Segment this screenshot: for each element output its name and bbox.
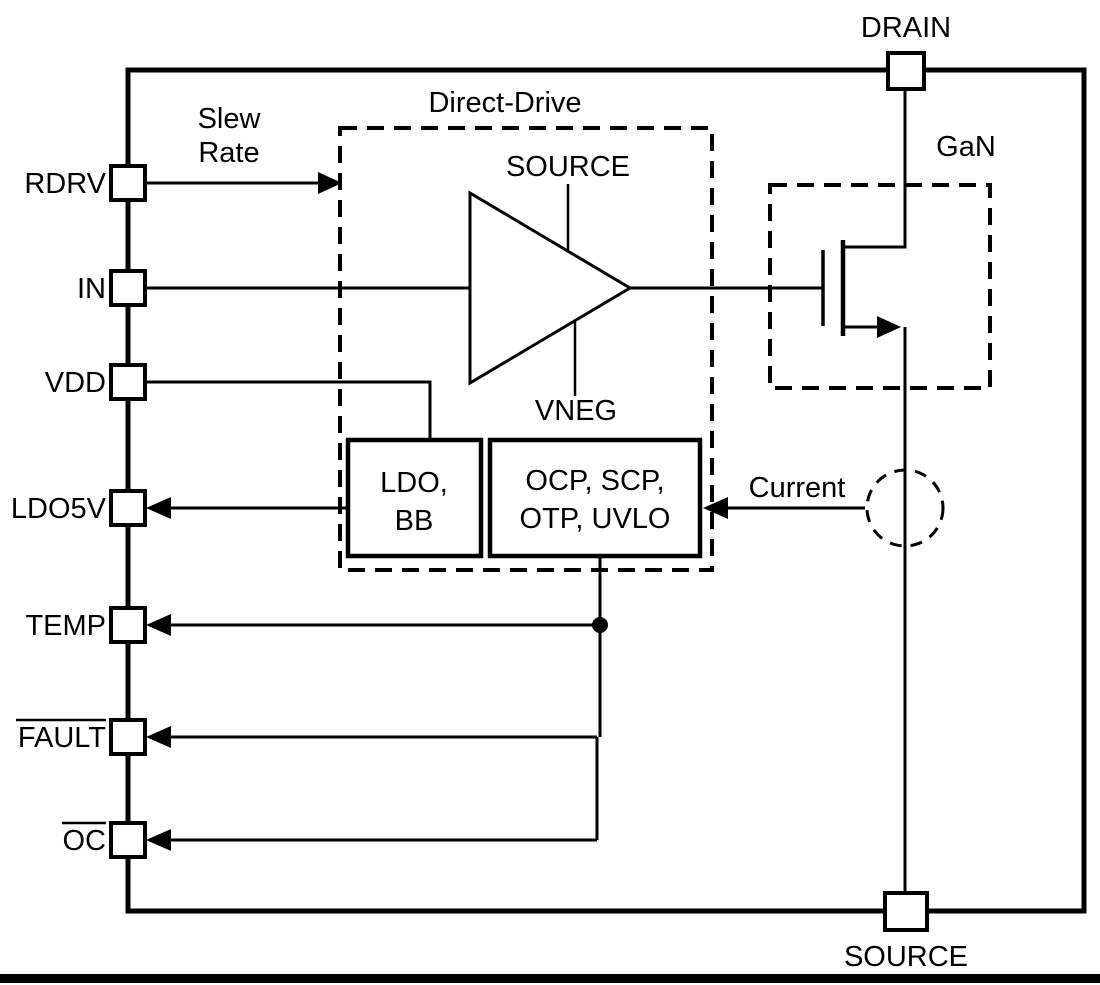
pins (109, 51, 929, 932)
pin-source (883, 891, 929, 932)
pin-rdrv-label: RDRV (24, 168, 106, 200)
pin-vdd (109, 363, 147, 401)
protection-block-label-line1: OCP, SCP, (525, 465, 664, 497)
pin-in (109, 269, 147, 307)
protection-block (487, 437, 703, 559)
pin-ldo5v-label: LDO5V (11, 493, 107, 525)
pin-temp-label: TEMP (25, 610, 106, 642)
wire-vdd (146, 380, 432, 441)
ldo-block-label-line2: BB (395, 505, 434, 537)
pin-oc (109, 821, 147, 859)
pin-rdrv (109, 164, 147, 202)
slew-rate-label-line1: Slew (198, 103, 262, 135)
pin-fault-label: FAULT (18, 722, 106, 754)
driver-amplifier-triangle (468, 190, 633, 386)
pin-ldo5v (109, 489, 147, 527)
wire-drain (843, 88, 907, 249)
arrow-fault-icon (146, 726, 171, 748)
arrow-temp-icon (146, 614, 171, 636)
pin-oc-label: OC (63, 825, 107, 857)
ldo-block-label-line1: LDO, (380, 467, 448, 499)
amp-vneg-label: VNEG (535, 395, 617, 427)
arrow-rdrv-icon (318, 172, 342, 194)
pin-in-label: IN (77, 273, 106, 305)
arrow-current-icon (703, 497, 728, 519)
direct-drive-dashed-box (338, 126, 714, 572)
arrow-oc-icon (146, 829, 171, 851)
wires (146, 88, 907, 893)
gan-dashed-box (768, 183, 992, 390)
arrow-fet-source-icon (877, 316, 901, 338)
slew-rate-label-line2: Rate (198, 137, 259, 169)
amp-source-label: SOURCE (506, 151, 630, 183)
gan-label: GaN (936, 131, 996, 163)
pin-temp (109, 606, 147, 644)
protection-block-label-line2: OTP, UVLO (520, 503, 671, 535)
pin-fault (109, 718, 147, 756)
pin-drain (886, 51, 926, 91)
current-label: Current (749, 472, 846, 504)
pin-source-label: SOURCE (844, 941, 968, 973)
direct-drive-label: Direct-Drive (428, 87, 581, 119)
bottom-rule (0, 974, 1100, 983)
arrowheads (146, 172, 901, 851)
arrow-ldo5v-icon (146, 497, 171, 519)
junction-dot (592, 617, 608, 633)
ldo-block (345, 437, 484, 559)
current-sense-circle (865, 468, 945, 548)
pin-vdd-label: VDD (45, 367, 106, 399)
pin-drain-label: DRAIN (861, 12, 951, 44)
